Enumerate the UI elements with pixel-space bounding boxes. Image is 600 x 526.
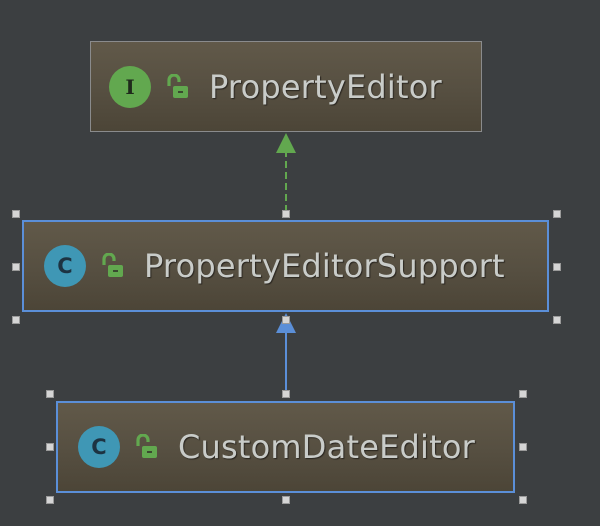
resize-handle-e[interactable] [553,263,561,271]
resize-handle-w[interactable] [46,443,54,451]
node-property-editor-support[interactable]: C PropertyEditorSupport [22,220,549,312]
resize-handle-sw[interactable] [12,316,20,324]
resize-handle-n[interactable] [282,390,290,398]
resize-handle-nw[interactable] [46,390,54,398]
resize-handle-s[interactable] [282,316,290,324]
arrowhead-hollow-icon [276,133,296,153]
node-label: PropertyEditor [209,67,442,106]
resize-handle-s[interactable] [282,496,290,504]
class-badge-icon: C [78,426,120,468]
resize-handle-w[interactable] [12,263,20,271]
public-unlocked-icon [102,253,123,277]
interface-badge-icon: I [109,65,151,108]
public-unlocked-icon [167,73,188,98]
resize-handle-nw[interactable] [12,210,20,218]
resize-handle-sw[interactable] [46,496,54,504]
resize-handle-ne[interactable] [519,390,527,398]
resize-handle-ne[interactable] [553,210,561,218]
resize-handle-n[interactable] [282,210,290,218]
node-label: CustomDateEditor [178,428,475,466]
resize-handle-e[interactable] [519,443,527,451]
edge-extends[interactable] [276,313,296,393]
node-label: PropertyEditorSupport [144,247,505,285]
resize-handle-se[interactable] [519,496,527,504]
node-custom-date-editor[interactable]: C CustomDateEditor [56,401,515,493]
node-property-editor[interactable]: I PropertyEditor [90,41,482,132]
public-unlocked-icon [136,434,157,458]
edge-implements[interactable] [276,133,296,212]
class-badge-icon: C [44,245,86,287]
resize-handle-se[interactable] [553,316,561,324]
